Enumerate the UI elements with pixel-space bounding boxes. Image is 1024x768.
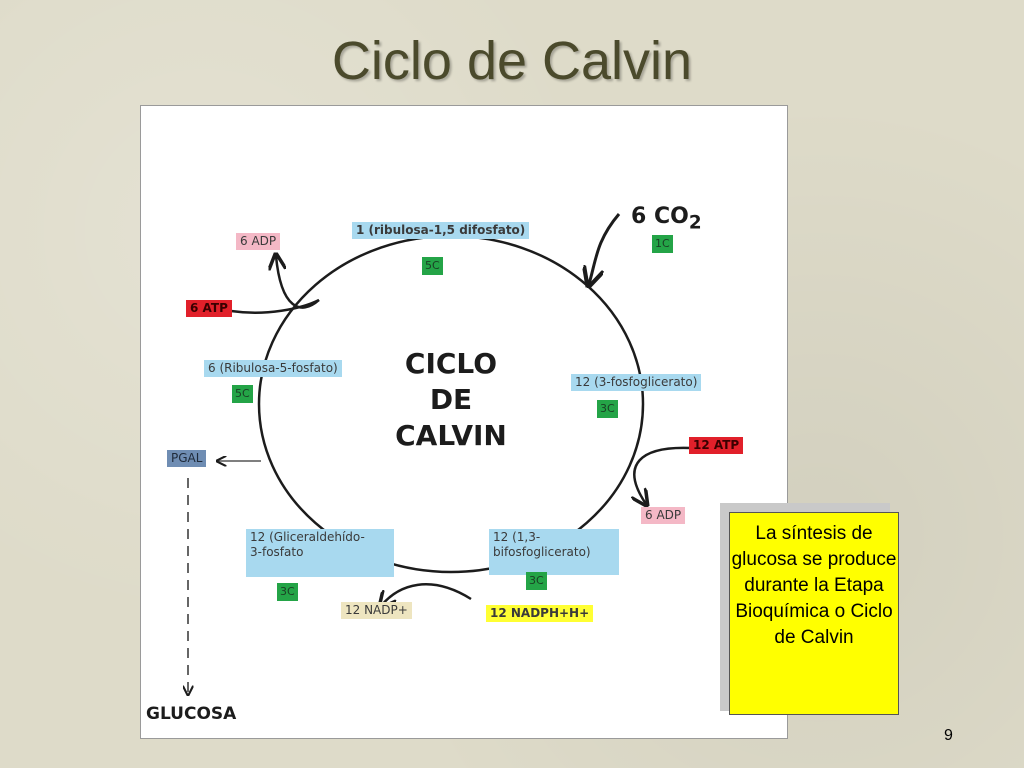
info-note: La síntesis de glucosa se produce durant… [729,512,899,715]
ribulosa-fosfato-label: 6 (Ribulosa-5-fosfato) [204,360,342,377]
gliceraldehido-carbons: 3C [277,583,298,601]
ribulosa-difosfato-label: 1 (ribulosa-1,5 difosfato) [352,222,530,239]
bifosfoglicerato-label: 12 (1,3- bifosfoglicerato) [489,529,619,575]
calvin-cycle-diagram: 1 (ribulosa-1,5 difosfato) 5C 6 CO2 1C 6… [140,105,788,739]
adp-left-label: 6 ADP [236,233,281,250]
cycle-center-title: CICLO DE CALVIN [395,347,507,452]
atp-in-arrow [634,446,692,504]
nadp-label: 12 NADP+ [341,602,412,619]
bifosfoglicerato-carbons: 3C [526,572,547,590]
atp-left-label: 6 ATP [186,300,232,317]
gliceraldehido-label: 12 (Gliceraldehído- 3-fosfato [246,529,394,577]
adp-right-label: 6 ADP [641,507,686,524]
nadph-arrow [381,583,472,606]
co2-label: 6 CO2 [631,204,702,234]
glucosa-label: GLUCOSA [146,704,237,724]
atp-left-line [230,298,320,314]
page-number: 9 [944,727,953,744]
nadph-label: 12 NADPH+H+ [486,605,594,622]
co2-arrow [589,213,621,284]
ribulosa-fosfato-carbons: 5C [232,385,253,403]
pgal-label: PGAL [167,450,207,467]
adp-out-arrow [276,256,320,309]
fosfoglicerato-carbons: 3C [597,400,618,418]
atp-right-label: 12 ATP [689,437,744,454]
ribulosa-difosfato-carbons: 5C [422,257,443,275]
fosfoglicerato-label: 12 (3-fosfoglicerato) [571,374,702,391]
slide-title: Ciclo de Calvin [331,31,693,91]
co2-carbons: 1C [652,235,673,253]
